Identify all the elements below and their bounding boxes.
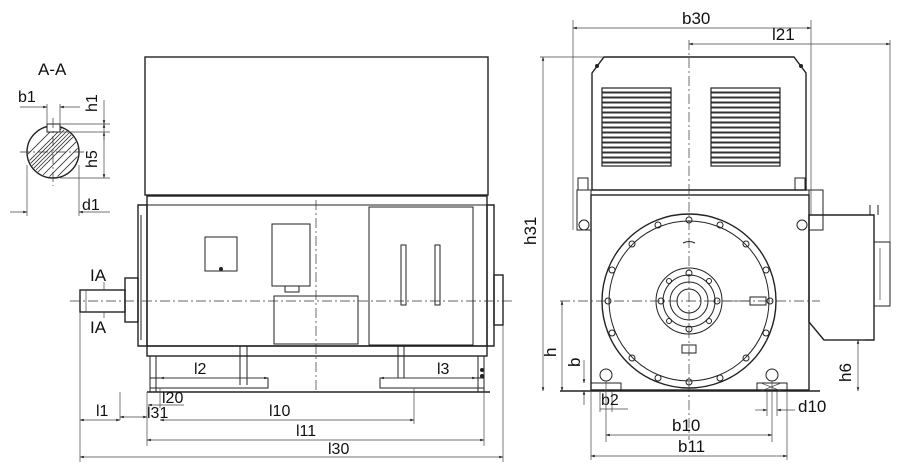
label-ia-bottom: IA [90,318,107,337]
right-bearing-cap [493,274,504,326]
left-foot [149,377,269,389]
stator-frame [146,195,488,347]
main-terminal-box [271,223,311,287]
dim-h6: h6 [836,363,855,382]
dim-h5: h5 [84,150,101,168]
dim-l31: l31 [147,405,168,422]
left-air-louver [601,87,672,167]
dim-l21: l21 [772,25,795,44]
left-end-shield [137,204,148,347]
dim-h1: h1 [84,94,101,112]
left-foot-bolt [599,368,613,382]
base-frame-top [146,345,488,357]
end-frame-body [590,194,810,391]
access-door [368,206,474,346]
dim-l3: l3 [437,361,450,378]
dim-b30: b30 [682,9,710,28]
side-box-cover [873,241,891,307]
keyway [46,123,61,133]
dim-l1: l1 [96,403,109,420]
right-foot [379,377,485,389]
dim-h: h [541,348,560,357]
left-bearing-cap [124,277,139,323]
right-lifting-lug [808,189,824,231]
section-title: A-A [38,60,67,79]
end-view: b30 l21 h31 h b b2 b10 b11 d [521,9,891,460]
section-a-a: A-A b1 h1 [10,60,110,216]
dim-h31: h31 [521,217,540,245]
dim-d10: d10 [798,397,826,416]
dim-l10: l10 [269,403,290,420]
dim-b2: b2 [601,392,619,409]
dim-b11: b11 [678,437,705,456]
auxiliary-terminal-box [204,236,238,272]
right-foot-bolt [765,368,779,382]
shaft-hatch [28,127,78,177]
right-air-louver [710,87,781,167]
dim-l2: l2 [194,361,207,378]
dim-l20: l20 [162,390,183,407]
dim-d1: d1 [82,197,100,214]
dim-b10: b10 [672,416,700,435]
dim-l11: l11 [296,423,316,440]
side-view: IA IA l2 l3 l20 l31 l1 l10 l11 l30 [70,56,515,462]
dim-b1: b1 [18,89,36,106]
dim-b: b [565,358,584,367]
right-end-shield [486,204,495,347]
side-terminal-box [808,214,875,341]
dim-l30: l30 [328,441,349,458]
top-cooler-housing [144,56,489,196]
label-ia-top: IA [90,266,107,285]
